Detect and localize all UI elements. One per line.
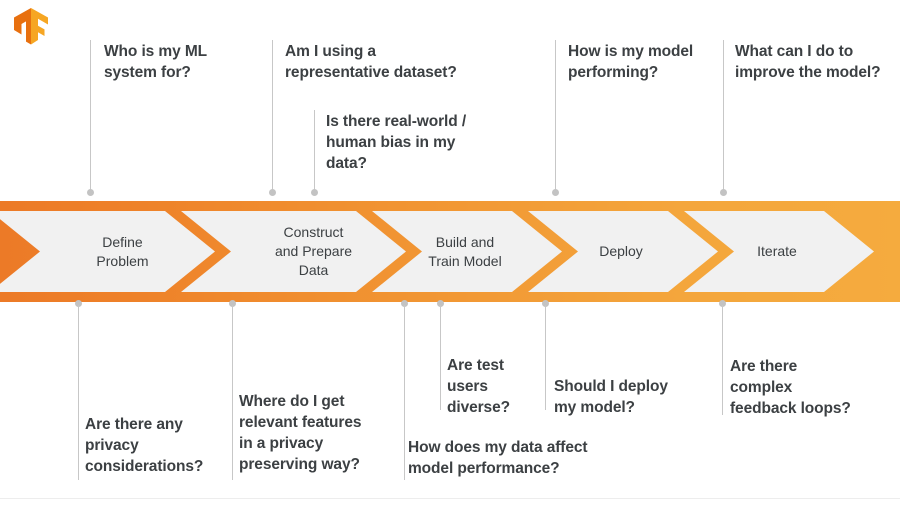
connector-dot-below-5	[542, 300, 549, 307]
connector-dot-above-5	[720, 189, 727, 196]
connector-dot-below-4	[437, 300, 444, 307]
connector-dot-above-3	[311, 189, 318, 196]
chevron-deploy[interactable]	[528, 211, 718, 292]
stage-label-construct-prepare-data: Construct and Prepare Data	[274, 224, 353, 278]
connector-line-below-6	[722, 305, 723, 415]
chevron-construct-prepare-data[interactable]	[181, 211, 406, 292]
ml-lifecycle-band: Define Problem Construct and Prepare Dat…	[0, 201, 900, 302]
connector-line-below-5	[545, 305, 546, 410]
connector-line-above-3	[314, 110, 315, 192]
chevron-define-problem[interactable]	[0, 211, 215, 292]
chevron-iterate[interactable]	[684, 211, 874, 292]
question-relevant-features-privacy: Where do I get relevant features in a pr…	[239, 393, 362, 473]
connector-dot-above-2	[269, 189, 276, 196]
question-are-test-users-diverse: Are test users diverse?	[447, 357, 510, 416]
connector-dot-below-3	[401, 300, 408, 307]
question-improve-the-model: What can I do to improve the model?	[735, 43, 881, 81]
question-representative-dataset: Am I using a representative dataset?	[285, 43, 457, 81]
connector-line-above-2	[272, 40, 273, 192]
connector-dot-above-1	[87, 189, 94, 196]
connector-dot-below-6	[719, 300, 726, 307]
connector-line-below-1	[78, 305, 79, 480]
tensorflow-logo-icon	[14, 8, 48, 45]
tensorflow-logo	[12, 7, 50, 47]
stage-label-deploy: Deploy	[599, 243, 643, 259]
stage-label-build-train-model: Build and Train Model	[428, 233, 502, 269]
question-real-world-human-bias: Is there real-world / human bias in my d…	[326, 113, 467, 172]
connector-dot-above-4	[552, 189, 559, 196]
connector-line-above-4	[555, 40, 556, 192]
question-data-affect-model-performance: How does my data affect model performanc…	[408, 439, 588, 477]
question-how-is-my-model-performing: How is my model performing?	[568, 43, 694, 81]
connector-line-below-2	[232, 305, 233, 480]
connector-line-above-1	[90, 40, 91, 192]
stage-label-define-problem: Define Problem	[96, 233, 149, 269]
connector-dot-below-2	[229, 300, 236, 307]
connector-line-below-3	[404, 305, 405, 480]
question-complex-feedback-loops: Are there complex feedback loops?	[730, 358, 851, 417]
question-who-is-my-ml-system-for: Who is my ML system for?	[104, 43, 207, 81]
chevron-arrow-group	[0, 211, 874, 292]
connector-dot-below-1	[75, 300, 82, 307]
question-privacy-considerations: Are there any privacy considerations?	[85, 416, 204, 475]
connector-line-below-4	[440, 305, 441, 410]
footer-divider	[0, 498, 900, 499]
connector-line-above-5	[723, 40, 724, 192]
chevron-build-train-model[interactable]	[372, 211, 562, 292]
question-should-i-deploy-my-model: Should I deploy my model?	[554, 378, 668, 416]
stage-label-iterate: Iterate	[757, 243, 797, 259]
